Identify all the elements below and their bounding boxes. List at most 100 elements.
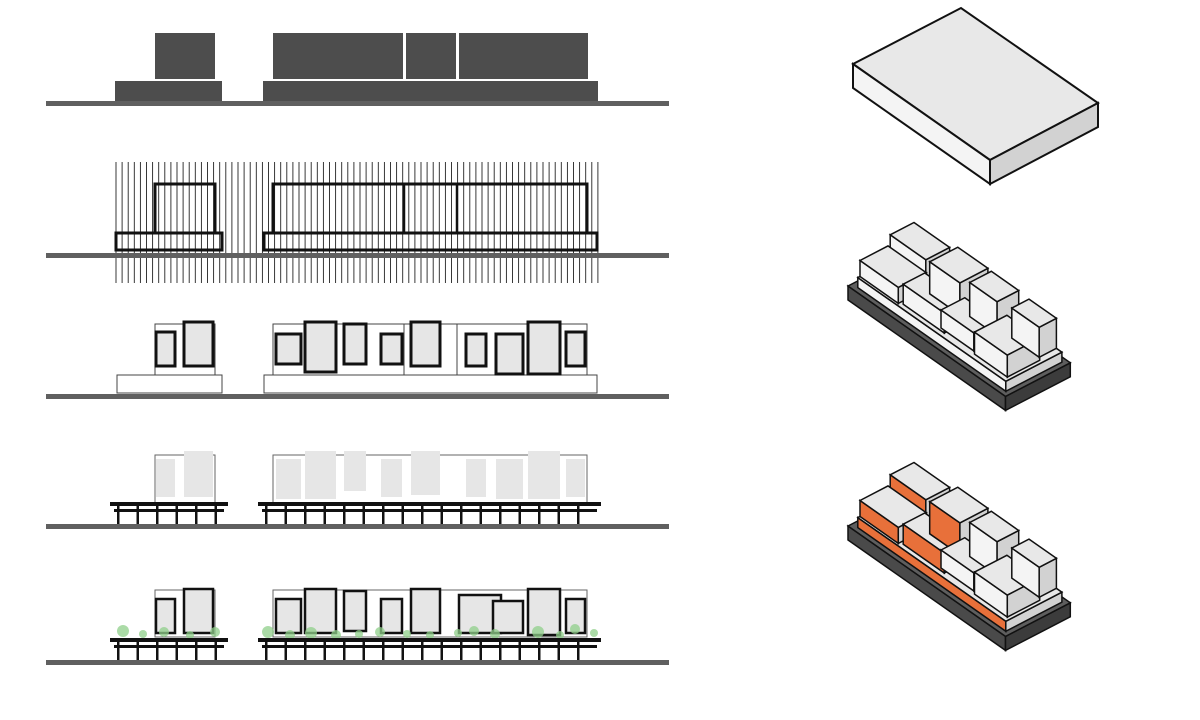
window-opening — [379, 597, 404, 635]
pilotis-column — [479, 506, 482, 524]
pilotis-column — [499, 506, 502, 524]
window-opening — [526, 587, 562, 637]
tree — [305, 627, 317, 639]
deck-beam — [262, 509, 597, 512]
facade-panel — [276, 459, 301, 499]
pilotis-column — [195, 506, 198, 524]
podium-left-outline — [114, 231, 224, 252]
tree — [570, 624, 580, 634]
pilotis-column — [421, 506, 424, 524]
facade-panel — [184, 451, 213, 497]
pilotis-column — [304, 642, 307, 660]
mass-face-top — [858, 245, 928, 289]
table-structure-left — [110, 502, 228, 524]
axonometric-1-block — [851, 6, 1100, 186]
pilotis-column — [117, 506, 120, 524]
deck-beam — [114, 645, 224, 648]
landscape-trees — [117, 624, 598, 640]
tower-right-b — [406, 33, 456, 79]
podium-right-outline — [262, 231, 599, 252]
tower-right-c — [459, 33, 588, 79]
pilotis-column — [518, 642, 521, 660]
deck-beam — [114, 509, 224, 512]
tree — [403, 630, 411, 638]
facade-panel — [528, 451, 560, 499]
tower-right-outline — [271, 182, 589, 235]
pilotis-column — [323, 642, 326, 660]
window-opening — [409, 320, 442, 368]
mass-face-top — [888, 221, 952, 261]
window-opening — [303, 320, 338, 374]
pilotis-column — [440, 506, 443, 524]
mass-face-top — [968, 270, 1021, 303]
ground-line — [46, 660, 669, 665]
pilotis-column — [175, 642, 178, 660]
pilotis-column — [538, 642, 541, 660]
tree — [375, 627, 385, 637]
table-structure-right — [258, 638, 601, 660]
pilotis-column — [401, 506, 404, 524]
pilotis-column — [265, 506, 268, 524]
facade-panel — [566, 459, 585, 497]
deck-slab — [110, 502, 228, 506]
tree — [532, 626, 544, 638]
pilotis-column — [156, 506, 159, 524]
facade-panel — [466, 459, 486, 497]
pilotis-column — [499, 642, 502, 660]
tree — [469, 626, 479, 636]
ground-line — [46, 524, 669, 529]
block-side-right — [989, 101, 1099, 186]
tree — [556, 631, 564, 639]
tree — [159, 627, 169, 637]
pilotis-column — [117, 642, 120, 660]
pilotis-column — [136, 506, 139, 524]
deck-slab — [258, 502, 601, 506]
mass-face-top — [928, 486, 990, 524]
window-opening — [409, 587, 442, 635]
ground-line — [46, 394, 669, 399]
tree — [186, 631, 194, 639]
pilotis-column — [156, 642, 159, 660]
facade-panel — [344, 451, 366, 491]
facade-panels — [156, 451, 585, 499]
elevation-5-final — [46, 587, 669, 665]
window-opening — [182, 587, 215, 635]
tower-right-a — [273, 33, 403, 79]
pilotis-column — [214, 506, 217, 524]
tree — [139, 630, 147, 638]
window-opening — [303, 587, 338, 635]
window-opening — [342, 589, 368, 633]
tree — [426, 631, 434, 639]
tree — [285, 630, 295, 640]
ground-line — [46, 101, 669, 106]
mass-face-top — [1010, 298, 1058, 329]
pilotis-column — [284, 506, 287, 524]
deck-slab — [258, 638, 601, 642]
pilotis-column — [214, 642, 217, 660]
window-opening — [564, 330, 587, 368]
deck-slab — [110, 638, 228, 642]
pilotis-column — [175, 506, 178, 524]
mass-face-top — [928, 246, 990, 284]
tree — [454, 629, 462, 637]
ground-line — [46, 253, 669, 258]
window-opening — [274, 332, 303, 366]
elevation-1-solid-massing — [46, 33, 669, 106]
window-opening — [274, 597, 303, 635]
pilotis-column — [265, 642, 268, 660]
window-opening — [182, 320, 215, 368]
tree — [117, 625, 129, 637]
window-openings — [154, 587, 587, 637]
pilotis-column — [323, 506, 326, 524]
elevation-3-openings — [46, 320, 669, 399]
podium-right — [263, 374, 598, 394]
window-opening — [342, 322, 368, 366]
tree — [210, 627, 220, 637]
tree — [331, 630, 341, 640]
podium-left — [115, 81, 222, 101]
window-openings — [154, 320, 587, 376]
window-opening — [494, 332, 525, 376]
facade-panel — [156, 459, 175, 497]
pilotis-column — [195, 642, 198, 660]
mass-face-top — [1010, 538, 1058, 569]
